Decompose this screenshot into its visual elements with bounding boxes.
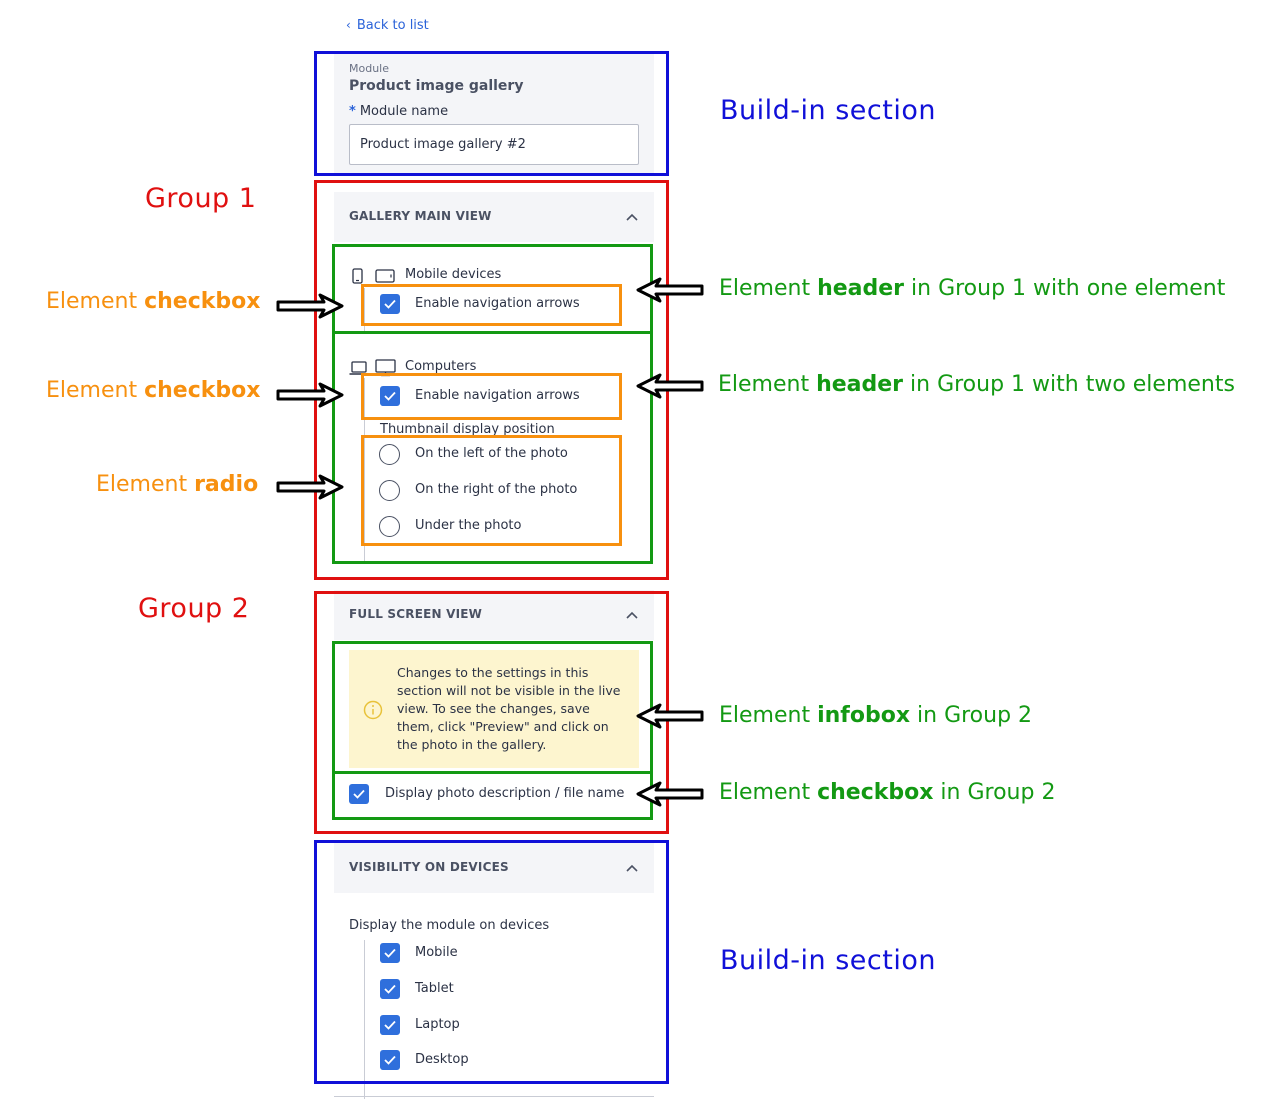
mobile-nav-arrows-label: Enable navigation arrows [415, 296, 580, 311]
divider [334, 1096, 654, 1097]
check-icon [384, 984, 396, 994]
arrow-left-icon [636, 373, 704, 399]
chevron-up-icon [626, 213, 638, 221]
annotation-buildin-top: Build-in section [720, 95, 936, 126]
mobile-devices-header: Mobile devices [405, 267, 502, 282]
check-icon [384, 1020, 396, 1030]
laptop-icon [349, 361, 369, 375]
device-tablet-label: Tablet [415, 981, 454, 996]
check-icon [384, 948, 396, 958]
arrow-right-icon [276, 382, 344, 408]
photo-description-checkbox[interactable] [349, 784, 369, 804]
visibility-on-devices-header[interactable]: VISIBILITY ON DEVICES [334, 843, 654, 893]
arrow-right-icon [276, 474, 344, 500]
arrow-left-icon [636, 703, 704, 729]
radio-right-label: On the right of the photo [415, 482, 578, 497]
chevron-left-icon: ‹ [346, 18, 351, 32]
module-title: Product image gallery [349, 78, 524, 94]
annotation-group1: Group 1 [145, 183, 257, 214]
radio-left-of-photo[interactable] [379, 444, 400, 465]
group-title: FULL SCREEN VIEW [349, 607, 483, 621]
device-mobile-label: Mobile [415, 945, 458, 960]
check-icon [353, 789, 365, 799]
mobile-nav-arrows-checkbox[interactable] [380, 294, 400, 314]
device-tablet-checkbox[interactable] [380, 979, 400, 999]
computers-header: Computers [405, 359, 477, 374]
chevron-up-icon [626, 864, 638, 872]
check-icon [384, 391, 396, 401]
phone-icon [352, 268, 363, 284]
group-full-screen-view-header[interactable]: FULL SCREEN VIEW [334, 590, 654, 640]
module-name-input[interactable]: Product image gallery #2 [349, 124, 639, 165]
arrow-right-icon [276, 293, 344, 319]
infobox: Changes to the settings in this section … [349, 650, 639, 768]
required-mark: * [349, 104, 356, 119]
tree-line [364, 378, 365, 564]
annotation-group2: Group 2 [138, 593, 250, 624]
computers-nav-arrows-checkbox[interactable] [380, 386, 400, 406]
module-small-label: Module [349, 62, 389, 75]
header-one-element-box [332, 244, 653, 334]
annotation-checkbox-g2: Element checkbox in Group 2 [719, 780, 1056, 805]
annotation-element-checkbox-1: Element checkbox [46, 289, 261, 314]
tree-line [364, 288, 365, 332]
module-name-label: *Module name [349, 104, 449, 119]
annotation-infobox: Element infobox in Group 2 [719, 703, 1033, 728]
group-title: VISIBILITY ON DEVICES [349, 860, 509, 874]
device-laptop-checkbox[interactable] [380, 1015, 400, 1035]
tablet-icon [375, 269, 395, 283]
arrow-left-icon [636, 781, 704, 807]
photo-description-label: Display photo description / file name [385, 786, 625, 801]
radio-left-label: On the left of the photo [415, 446, 568, 461]
device-laptop-label: Laptop [415, 1017, 460, 1032]
thumbnail-position-label: Thumbnail display position [380, 422, 555, 437]
check-icon [384, 1055, 396, 1065]
device-desktop-checkbox[interactable] [380, 1050, 400, 1070]
annotation-buildin-bottom: Build-in section [720, 945, 936, 976]
annotation-element-checkbox-2: Element checkbox [46, 378, 261, 403]
annotation-header-one: Element header in Group 1 with one eleme… [719, 276, 1226, 301]
radio-under-label: Under the photo [415, 518, 522, 533]
arrow-left-icon [636, 277, 704, 303]
desktop-icon [375, 359, 396, 377]
radio-right-of-photo[interactable] [379, 480, 400, 501]
annotation-header-two: Element header in Group 1 with two eleme… [718, 372, 1235, 397]
chevron-up-icon [626, 611, 638, 619]
computers-nav-arrows-label: Enable navigation arrows [415, 388, 580, 403]
tree-line [364, 940, 365, 1099]
group-gallery-main-view-header[interactable]: GALLERY MAIN VIEW [334, 192, 654, 242]
display-on-devices-label: Display the module on devices [349, 918, 550, 933]
device-mobile-checkbox[interactable] [380, 943, 400, 963]
group-title: GALLERY MAIN VIEW [349, 209, 492, 223]
check-icon [384, 299, 396, 309]
infobox-text: Changes to the settings in this section … [397, 665, 621, 752]
radio-under-photo[interactable] [379, 516, 400, 537]
annotation-element-radio: Element radio [96, 472, 259, 497]
info-icon [363, 700, 383, 720]
back-to-list-link[interactable]: ‹Back to list [346, 18, 429, 33]
device-desktop-label: Desktop [415, 1052, 469, 1067]
